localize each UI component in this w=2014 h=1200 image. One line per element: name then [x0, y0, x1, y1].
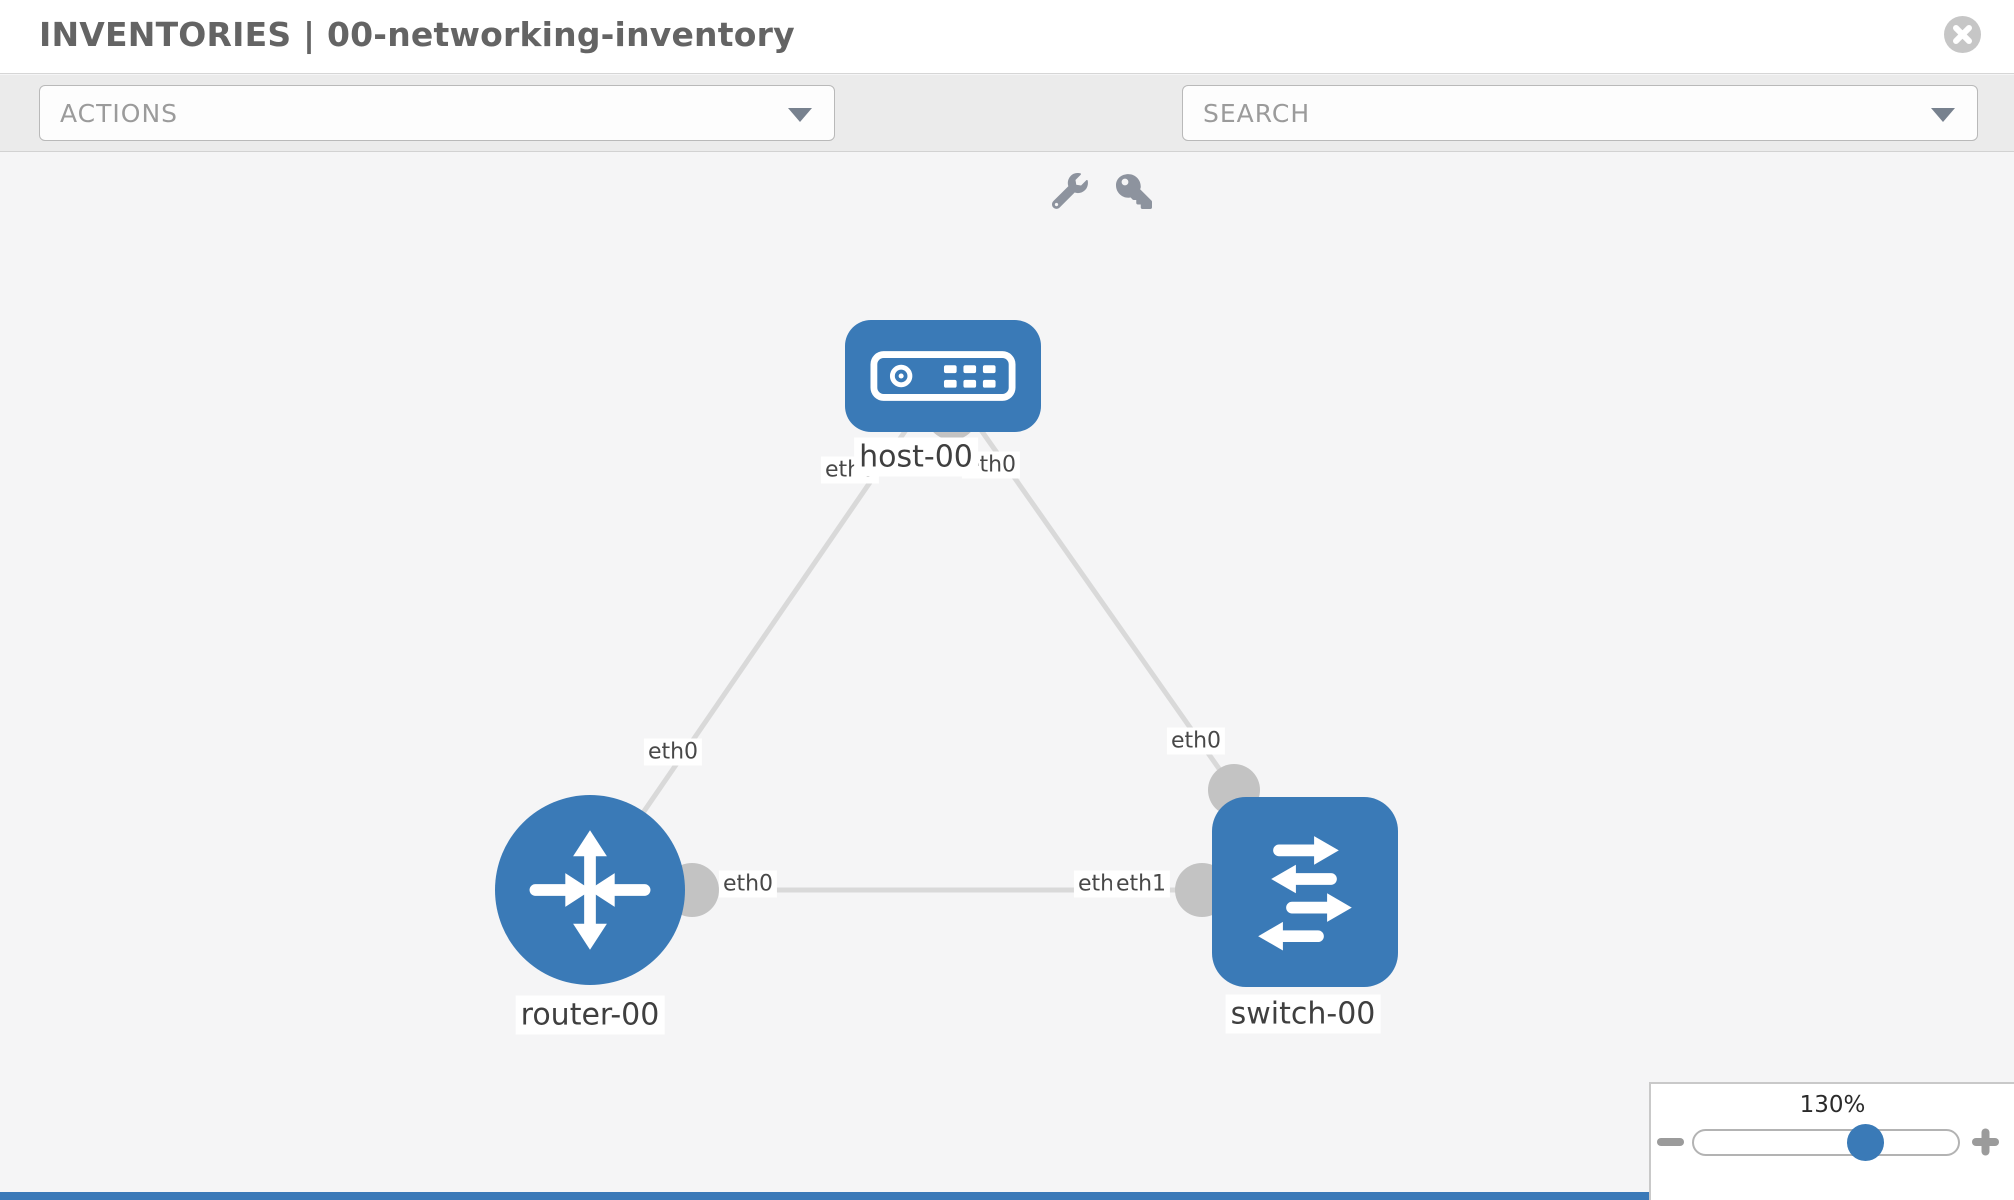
interface-label-switch-left: eth1 [1111, 870, 1171, 898]
host-icon [870, 351, 1016, 401]
key-icon [1116, 174, 1152, 209]
router-icon [529, 830, 651, 950]
zoom-slider-track[interactable] [1692, 1129, 1960, 1156]
zoom-out-button[interactable] [1654, 1125, 1688, 1159]
node-label-router: router-00 [515, 995, 665, 1035]
chevron-down-icon [1931, 108, 1955, 122]
node-switch-00[interactable] [1212, 797, 1398, 987]
page-title: INVENTORIES | 00-networking-inventory [39, 15, 795, 54]
close-button[interactable] [1944, 16, 1981, 53]
search-dropdown[interactable]: SEARCH [1182, 85, 1978, 141]
chevron-down-icon [788, 108, 812, 122]
link-host-switch[interactable] [940, 374, 1237, 792]
credentials-button[interactable] [1114, 173, 1154, 209]
node-label-host: host-00 [854, 437, 978, 477]
search-dropdown-label: SEARCH [1203, 99, 1311, 128]
interface-label-router-uplink: eth0 [643, 738, 703, 766]
interface-label-switch-uplink: eth0 [1166, 727, 1226, 755]
zoom-slider-thumb[interactable] [1847, 1124, 1884, 1161]
header: INVENTORIES | 00-networking-inventory [0, 0, 2014, 74]
configure-button[interactable] [1050, 172, 1090, 209]
node-host-00[interactable] [845, 320, 1041, 432]
toolbar: ACTIONS SEARCH [0, 75, 2014, 209]
wrench-icon [1051, 172, 1088, 209]
node-label-switch: switch-00 [1225, 994, 1381, 1034]
close-icon [1953, 25, 1972, 44]
actions-dropdown-label: ACTIONS [60, 99, 179, 128]
actions-dropdown[interactable]: ACTIONS [39, 85, 835, 141]
zoom-in-button[interactable] [1969, 1125, 2003, 1159]
zoom-control-panel: 130% [1649, 1082, 2014, 1200]
node-router-00[interactable] [495, 795, 685, 985]
minus-icon [1657, 1138, 1684, 1146]
plus-icon [1972, 1128, 1999, 1156]
bottom-panel-edge [0, 1192, 1649, 1200]
zoom-level-text: 130% [1799, 1092, 1866, 1118]
interface-label-router-right: eth0 [718, 870, 778, 898]
switch-icon [1258, 836, 1352, 951]
